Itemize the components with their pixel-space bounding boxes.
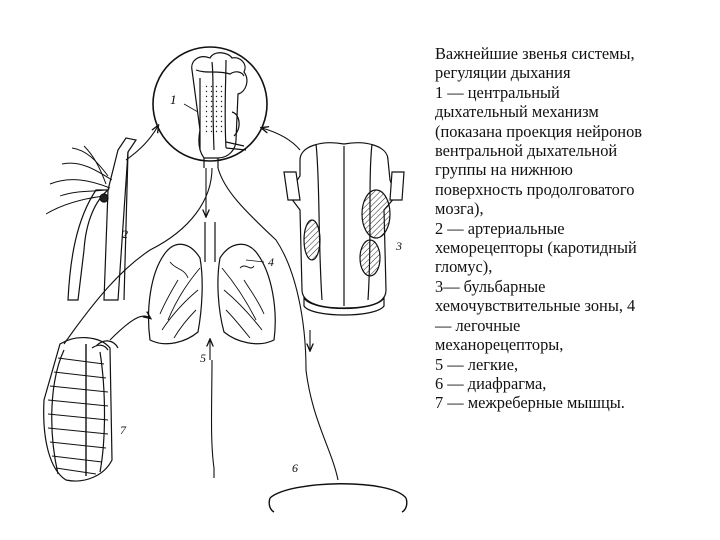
caption-line: — легочные xyxy=(435,316,707,335)
caption-line: мозга), xyxy=(435,199,707,218)
lungs: 4 5 xyxy=(149,222,276,365)
bulbar-chemosensitive-zones: 3 xyxy=(284,143,404,315)
caption-line: 7 — межреберные мышцы. xyxy=(435,393,707,412)
caption-line: 6 — диафрагма, xyxy=(435,374,707,393)
label-1: 1 xyxy=(170,92,177,107)
central-respiratory-mechanism: 1 xyxy=(153,47,267,168)
caption-line: вентральной дыхательной xyxy=(435,141,707,160)
caption-line: хемочувствительные зоны, 4 xyxy=(435,296,707,315)
diaphragm: 6 xyxy=(269,461,407,512)
caption-line: механорецепторы, xyxy=(435,335,707,354)
caption-line: группы на нижнюю xyxy=(435,160,707,179)
label-3: 3 xyxy=(395,239,402,253)
caption-line: 3— бульбарные xyxy=(435,277,707,296)
respiratory-regulation-diagram: 1 2 3 4 5 xyxy=(0,0,430,540)
caption-line: поверхность продолговатого xyxy=(435,180,707,199)
caption-line: Важнейшие звенья системы, xyxy=(435,44,707,63)
intercostal-muscles-ribcage: 7 xyxy=(44,338,127,481)
label-2: 2 xyxy=(122,227,128,241)
label-5: 5 xyxy=(200,351,206,365)
label-7: 7 xyxy=(120,423,127,437)
caption-text: Важнейшие звенья системы, регуляции дыха… xyxy=(435,44,707,413)
caption-line: гломус), xyxy=(435,257,707,276)
caption-line: дыхательный механизм xyxy=(435,102,707,121)
label-6: 6 xyxy=(292,461,298,475)
caption-line: (показана проекция нейронов xyxy=(435,122,707,141)
carotid-glomus: 2 xyxy=(46,138,136,300)
caption-line: 2 — артериальные xyxy=(435,219,707,238)
caption-line: регуляции дыхания xyxy=(435,63,707,82)
caption-line: хеморецепторы (каротидный xyxy=(435,238,707,257)
caption-line: 5 — легкие, xyxy=(435,355,707,374)
label-4: 4 xyxy=(268,255,274,269)
caption-line: 1 — центральный xyxy=(435,83,707,102)
